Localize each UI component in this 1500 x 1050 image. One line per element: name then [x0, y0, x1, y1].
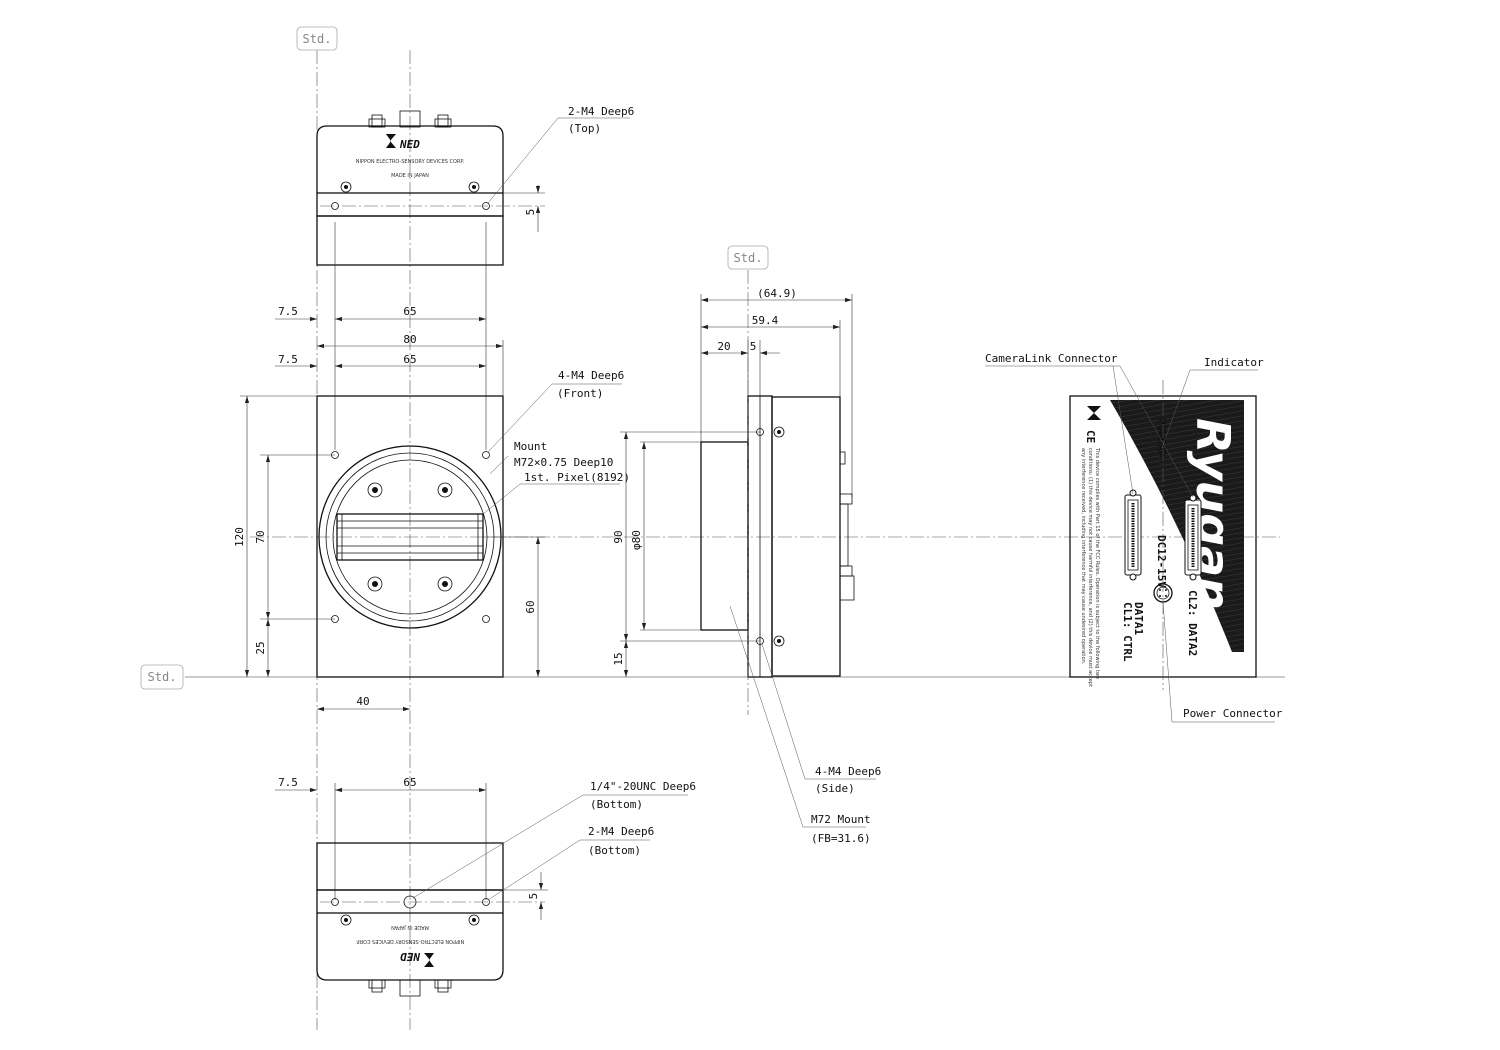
dim-90: 90 [612, 530, 625, 543]
dim-bottom-5: 5 [527, 893, 540, 900]
dim-5: 5 [750, 340, 757, 353]
center-lines [185, 28, 1285, 1030]
ned-icon [1087, 406, 1101, 420]
cl1-ctrl-label: CL1: CTRL [1121, 602, 1134, 662]
bottom-view: 7.5 65 MADE IN JAPAN NIPPON ELECTRO-SENS… [275, 776, 696, 997]
callout-front-m4: 4-M4 Deep6 [558, 369, 624, 382]
cl1-data-label: DATA1 [1132, 602, 1145, 635]
label-indicator: Indicator [1204, 356, 1264, 369]
fcc-text-1: This device complies with Part 15 of the… [1094, 447, 1100, 679]
dim-70: 70 [254, 530, 267, 543]
top-view: NED NIPPON ELECTRO-SENSORY DEVICES CORP.… [316, 105, 634, 266]
front-view: 4-M4 Deep6 (Front) Mount M72×0.75 Deep10… [233, 369, 630, 712]
dc-label: DC12-15V [1155, 535, 1168, 588]
dim-65-b: 65 [403, 353, 416, 366]
made-in-label-bottom: MADE IN JAPAN [391, 924, 429, 930]
std-marker-side: Std. [727, 245, 769, 270]
dim-top-5: 5 [524, 209, 537, 216]
callout-top-label: (Top) [568, 122, 601, 135]
dim-7-5-b: 7.5 [278, 353, 298, 366]
dim-40: 40 [356, 695, 369, 708]
front-dims-top: 7.5 65 80 7.5 65 [275, 222, 504, 450]
dim-25: 25 [254, 641, 267, 654]
std-label: Std. [148, 670, 177, 684]
dim-bottom-7-5: 7.5 [278, 776, 298, 789]
callout-bottom-unc-label: (Bottom) [590, 798, 643, 811]
dim-59-4: 59.4 [752, 314, 779, 327]
std-label: Std. [734, 251, 763, 265]
std-marker-left: Std. [140, 664, 184, 690]
dim-80: 80 [403, 333, 416, 346]
dim-60: 60 [524, 600, 537, 613]
callout-bottom-m4: 2-M4 Deep6 [588, 825, 654, 838]
indicator-led-icon [1158, 448, 1166, 456]
company-name-bottom: NIPPON ELECTRO-SENSORY DEVICES CORP. [355, 938, 464, 944]
ned-logo: NED [386, 134, 420, 151]
dim-65-a: 65 [403, 305, 416, 318]
made-in-label: MADE IN JAPAN [391, 173, 429, 179]
dim-phi80: φ80 [630, 530, 643, 550]
power-led-label: POWER [1155, 418, 1168, 451]
callout-bottom-unc: 1/4"-20UNC Deep6 [590, 780, 696, 793]
callout-flange-back: (FB=31.6) [811, 832, 871, 845]
callout-side-label: (Side) [815, 782, 855, 795]
cameralink-connector-cl1-icon [1124, 489, 1142, 581]
fcc-text-3: any interference received, including int… [1080, 448, 1086, 665]
ce-mark: CE [1084, 430, 1097, 443]
ned-logo-bottom: NED [400, 950, 434, 967]
callout-front-label: (Front) [557, 387, 603, 400]
fcc-text-2: conditions: (1) this device may not caus… [1087, 448, 1093, 687]
callout-side-m4: 4-M4 Deep6 [815, 765, 881, 778]
dim-bottom-65: 65 [403, 776, 416, 789]
label-power-connector: Power Connector [1183, 707, 1283, 720]
mount-thread: M72×0.75 Deep10 [514, 456, 613, 469]
std-marker-top: Std. [296, 26, 338, 51]
company-name: NIPPON ELECTRO-SENSORY DEVICES CORP. [356, 159, 465, 165]
callout-top-m4: 2-M4 Deep6 [568, 105, 634, 118]
side-view: (64.9) 59.4 20 5 90 φ80 [612, 270, 881, 845]
dim-15: 15 [612, 652, 625, 665]
logo-text: NED [399, 138, 420, 151]
brand-panel [1110, 400, 1244, 652]
mount-label: Mount [514, 440, 547, 453]
dim-64-9: (64.9) [757, 287, 797, 300]
callout-bottom-m4-label: (Bottom) [588, 844, 641, 857]
cameralink-connector-cl2-icon [1184, 494, 1202, 581]
logo-text-bottom: NED [400, 950, 421, 963]
std-label: Std. [303, 32, 332, 46]
dim-20: 20 [717, 340, 730, 353]
first-pixel-label: 1st. Pixel(8192) [524, 471, 630, 484]
dim-120: 120 [233, 527, 246, 547]
cl2-label: CL2: DATA2 [1186, 590, 1199, 656]
callout-m72-mount: M72 Mount [811, 813, 871, 826]
rear-view: Ryugan CE This device complies with Part… [985, 352, 1283, 723]
dim-7-5-a: 7.5 [278, 305, 298, 318]
label-cameralink-connector: CameraLink Connector [985, 352, 1118, 365]
